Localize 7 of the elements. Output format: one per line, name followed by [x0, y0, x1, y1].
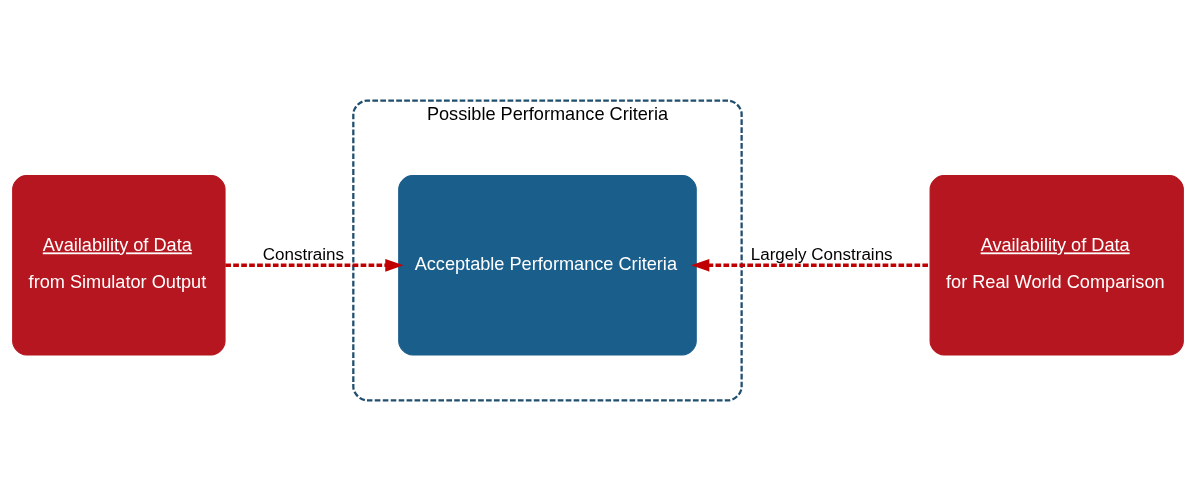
node-box: Availability of Data from Simulator Output	[12, 175, 226, 356]
arrow	[691, 258, 930, 272]
arrow	[225, 258, 404, 272]
node-box: Availability of Data for Real World Comparison	[929, 175, 1184, 356]
edge-label: Largely Constrains	[750, 244, 893, 264]
node-box: Acceptable Performance Criteria	[398, 175, 697, 356]
edge-label: Constrains	[262, 244, 345, 264]
